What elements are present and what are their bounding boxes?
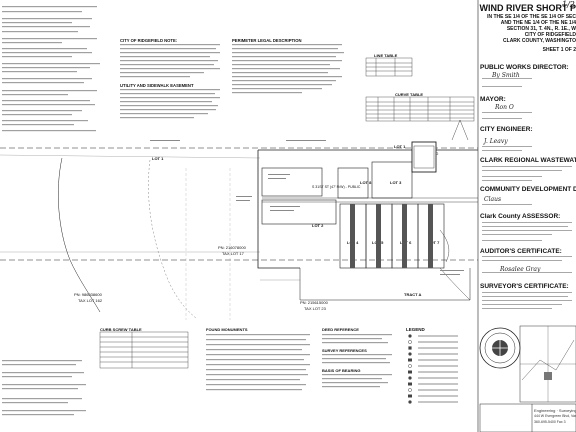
approval-city-engineer: CITY ENGINEER:: [480, 126, 533, 133]
sheet-label: SHEET 1 OF 2: [542, 47, 576, 53]
map-tax-lot-17: TAX LOT 17: [222, 251, 244, 256]
firm-address: 444 W Evergreen Blvd, Vancouver: [534, 414, 576, 418]
curve-table: [365, 96, 475, 122]
approval-surveyor: SURVEYOR'S CERTIFICATE:: [480, 283, 569, 290]
title-sub-1: IN THE SE 1/4 OF THE SE 1/4 OF SEC: [487, 14, 576, 20]
map-lot-8: LOT 8: [360, 180, 372, 185]
found-monuments-list: [206, 334, 310, 391]
map-tax-lot-162: TAX LOT 162: [78, 298, 103, 303]
map-lot-3: LOT 3: [390, 180, 402, 185]
approval-mayor: MAYOR:: [480, 96, 506, 103]
map-lot-7: LOT 7: [428, 240, 440, 245]
map-pn-216078000: PN: 216078000: [218, 245, 246, 250]
references-list: [322, 334, 392, 388]
vicinity-map: [519, 325, 576, 403]
title-sub-2: AND THE NE 1/4 OF THE NE 1/4: [500, 20, 576, 26]
firm-phone: 360-695-5400 Fax 3: [534, 420, 566, 424]
notes-column-3: [232, 44, 344, 94]
legend-title: LEGEND: [406, 327, 425, 332]
plat-map: [0, 119, 478, 320]
line-table: [365, 57, 413, 77]
found-monuments-title: FOUND MONUMENTS: [206, 327, 248, 332]
approval-public-works: PUBLIC WORKS DIRECTOR:: [480, 64, 569, 71]
approval-community-dev: COMMUNITY DEVELOPMENT DIRE: [480, 186, 576, 193]
approval-assessor: Clark County ASSESSOR:: [480, 213, 561, 220]
approval-auditor: AUDITOR'S CERTIFICATE:: [480, 248, 562, 255]
curb-screw-table: [99, 331, 189, 369]
title-sub-3: SECTION 31, T. 4N., R. 1E., W: [506, 26, 576, 32]
basis-of-bearing-title: BASIS OF BEARING: [322, 368, 361, 373]
note-perimeter-head: PERIMETER LEGAL DESCRIPTION: [232, 38, 302, 43]
deed-reference-title: DEED REFERENCE: [322, 327, 359, 332]
legend-symbols: [408, 334, 458, 404]
plat-title: WIND RIVER SHORT P: [479, 3, 576, 13]
notes-column-1: [2, 6, 100, 132]
firm-name: Engineering · Surveying: [534, 408, 576, 413]
map-pn-215615000: PN: 215615000: [300, 300, 328, 305]
notes-column-2: [120, 44, 220, 119]
footer-box: [479, 403, 576, 432]
note-utility-head: UTILITY AND SIDEWALK EASEMENT: [120, 83, 194, 88]
map-street-31st: S 31ST ST (47' R/W) - PUBLIC: [312, 185, 361, 189]
signature-city-engineer: J. Leavy: [484, 138, 508, 145]
signature-public-works: By Smith: [492, 72, 520, 79]
signature-community-dev: Claus: [484, 196, 502, 203]
map-lot-1-west: LOT 1: [152, 156, 164, 161]
notes-lower-left: [2, 360, 86, 416]
note-ridgefield-head: CITY OF RIDGEFIELD NOTE:: [120, 38, 178, 43]
curve-table-title: CURVE TABLE: [395, 92, 424, 97]
curb-screw-table-title: CURB SCREW TABLE: [100, 327, 142, 332]
signature-mayor: Ron O: [495, 104, 514, 111]
signature-auditor: Rosalee Gray: [500, 266, 541, 273]
map-lot-2: LOT 2: [312, 223, 324, 228]
line-table-title: LINE TABLE: [374, 53, 398, 58]
title-block-text: [482, 78, 572, 309]
map-lot-1: LOT 1: [394, 144, 406, 149]
map-tract-a: TRACT A: [404, 292, 422, 297]
map-pn-986038600: PN: 986038600: [74, 292, 102, 297]
survey-references-title: SURVEY REFERENCES: [322, 348, 367, 353]
title-sub-5: CLARK COUNTY, WASHINGTO: [503, 38, 576, 44]
title-sub-4: CITY OF RIDGEFIELD: [524, 32, 576, 38]
approval-clark-regional: CLARK REGIONAL WASTEWATER D: [480, 157, 576, 164]
map-tax-lot-23: TAX LOT 23: [304, 306, 326, 311]
handwritten-sheet-number: 1/2: [562, 0, 575, 9]
surveyor-seal: [479, 327, 521, 369]
